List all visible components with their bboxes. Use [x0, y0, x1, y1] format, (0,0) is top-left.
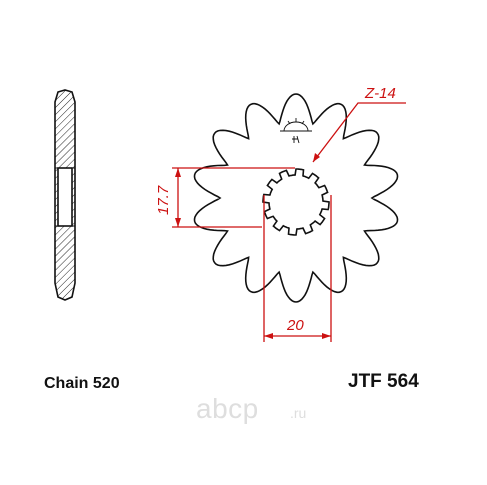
width-dimension-label: 20: [286, 317, 304, 334]
sprocket-outline: [193, 93, 399, 303]
teeth-count-label: Z-14: [364, 85, 396, 102]
watermark-logo: abcp: [196, 393, 259, 425]
splined-bore-outline: [262, 168, 330, 236]
chain-size-label: Chain 520: [44, 375, 120, 392]
height-dimension-label: 17.7: [155, 185, 172, 215]
part-number-label: JTF 564: [348, 371, 419, 392]
teeth-leader-line: [312, 102, 406, 163]
side-profile-view: [54, 89, 76, 301]
watermark-text: abcp: [196, 393, 259, 424]
side-profile-bore: [57, 167, 73, 227]
dimension-lines: [172, 102, 406, 342]
dimension-arrows: [175, 153, 331, 339]
watermark-domain: .ru: [290, 405, 307, 421]
centre-mark-symbol: [280, 118, 312, 144]
